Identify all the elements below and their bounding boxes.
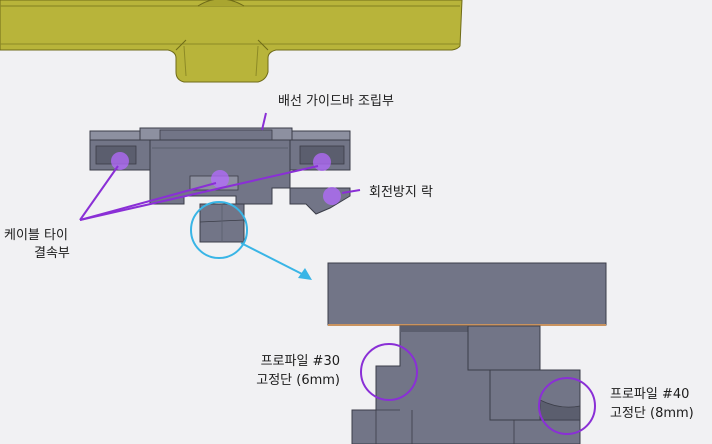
- cable-tie-markers: [111, 152, 341, 205]
- profile40-label-line2: 고정단 (8mm): [610, 406, 694, 421]
- profile40-label-line1: 프로파일 #40: [610, 387, 690, 402]
- callout-lines: [79, 112, 361, 221]
- profile30-label-line2: 고정단 (6mm): [256, 373, 340, 388]
- guide-bar-label: 배선 가이드바 조립부: [278, 94, 394, 109]
- fixing-circles: [360, 343, 596, 435]
- cable-tie-label-line2: 결속부: [34, 246, 70, 261]
- zoom-indicator: [190, 201, 312, 280]
- aluminum-profile-rail: [0, 0, 463, 83]
- profile30-label-line1: 프로파일 #30: [260, 354, 340, 369]
- cable-tie-label-line1: 케이블 타이: [4, 228, 68, 243]
- detail-view: [327, 262, 607, 444]
- anti-rotation-lock-label: 회전방지 락: [369, 185, 433, 200]
